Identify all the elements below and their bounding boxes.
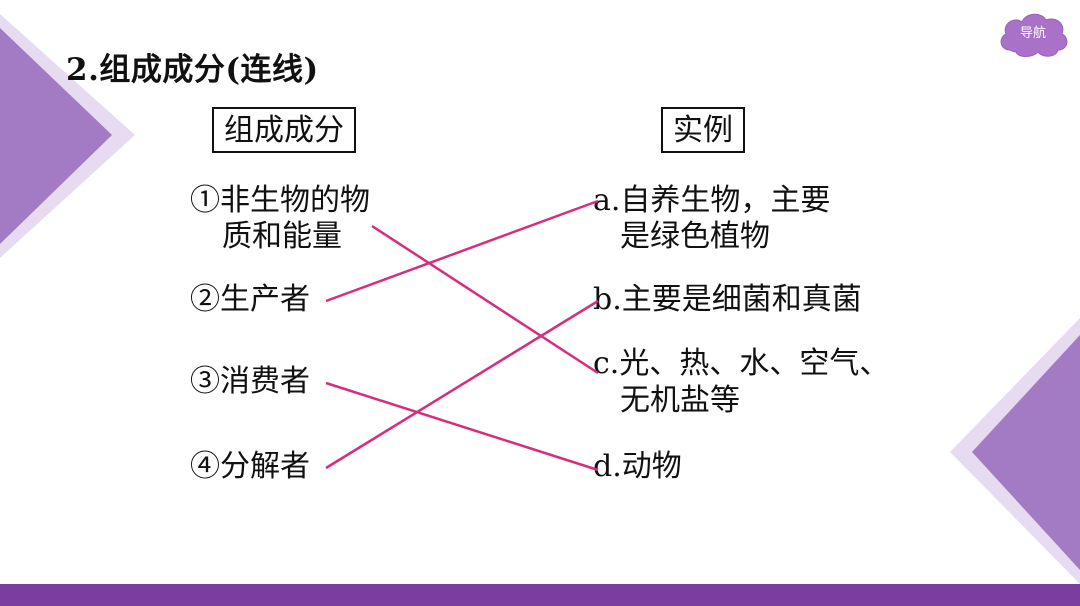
slide-title: 2.组成成分(连线) [66, 52, 319, 88]
left-item-1-line2: 质和能量 [222, 219, 342, 254]
header-components: 组成成分 [212, 107, 356, 153]
right-item-c-line1: c.光、热、水、空气、 [593, 346, 890, 381]
left-item-4: ④分解者 [190, 449, 310, 484]
left-triangle-dark [0, 28, 112, 244]
right-item-c-line2: 无机盐等 [620, 383, 740, 418]
right-item-a-line2: 是绿色植物 [620, 219, 770, 254]
right-triangle-dark [972, 335, 1080, 570]
bottom-bar [0, 584, 1080, 606]
right-item-b: b.主要是细菌和真菌 [593, 282, 862, 317]
left-item-3: ③消费者 [190, 364, 310, 399]
header-examples: 实例 [661, 107, 745, 153]
nav-button[interactable] [996, 6, 1070, 62]
left-item-1-line1: ①非生物的物 [190, 183, 370, 218]
right-item-a-line1: a.自养生物，主要 [593, 183, 831, 218]
left-item-2: ②生产者 [190, 282, 310, 317]
right-item-d: d.动物 [593, 449, 682, 484]
